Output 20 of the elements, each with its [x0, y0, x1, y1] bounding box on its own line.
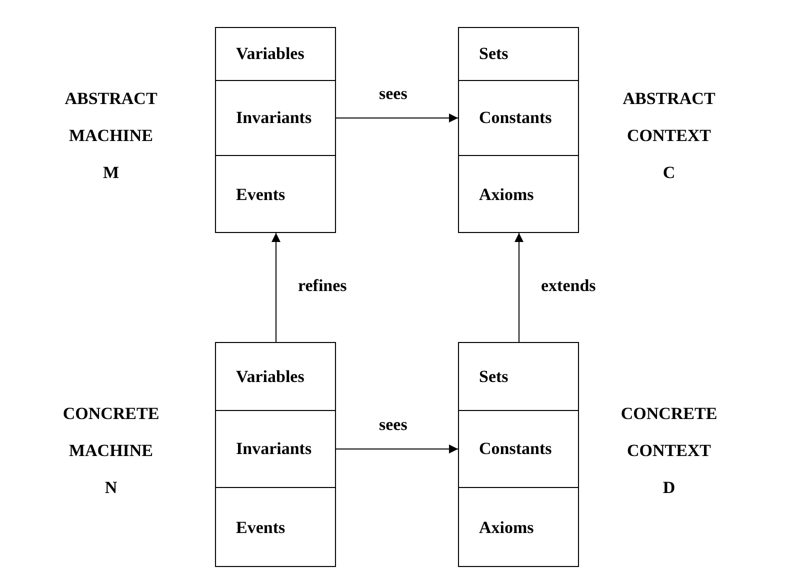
arrow	[336, 114, 458, 122]
compartment-text: Axioms	[479, 518, 534, 538]
compartment-text: Invariants	[236, 108, 312, 128]
compartment-text: Events	[236, 185, 286, 205]
compartment-text: Sets	[479, 366, 508, 386]
compartment-text: Constants	[479, 108, 552, 128]
component-title: ABSTRACT MACHINE M	[64, 88, 158, 184]
component-title: CONCRETE MACHINE N	[62, 403, 160, 499]
component-title: CONCRETE CONTEXT D	[620, 403, 718, 499]
compartment-text: Variables	[236, 366, 304, 386]
compartment-text: Variables	[236, 44, 304, 64]
component-title: ABSTRACT CONTEXT C	[622, 88, 716, 184]
compartment-text: Sets	[479, 44, 508, 64]
compartment-text: Axioms	[479, 185, 534, 205]
compartment-text: Invariants	[236, 439, 312, 459]
arrow	[336, 444, 458, 454]
arrow	[514, 232, 524, 342]
compartment-text: Events	[236, 518, 286, 538]
arrow	[272, 232, 280, 342]
compartment-text: Constants	[479, 439, 552, 459]
